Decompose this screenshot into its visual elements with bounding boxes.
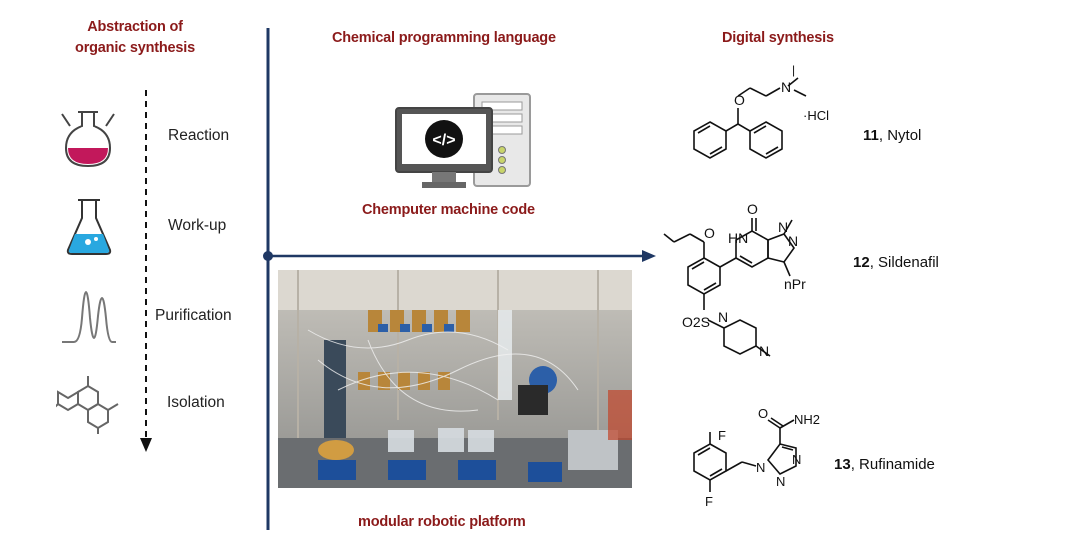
compound-11-label: 11, Nytol	[863, 127, 921, 144]
structure-sildenafil: O O HN N N nPr O2S N N	[663, 201, 806, 359]
svg-text:N: N	[781, 79, 791, 95]
svg-text:O: O	[747, 201, 758, 217]
computer-icon: </>	[395, 93, 531, 188]
compound-13-number: 13	[834, 456, 851, 473]
sildenafil-substituent: nPr	[784, 276, 806, 292]
left-title: Abstraction of organic synthesis	[60, 17, 210, 59]
compound-11-number: 11	[863, 127, 879, 144]
chromatogram-peaks-icon	[62, 290, 116, 343]
compound-13-name: , Rufinamide	[850, 456, 935, 473]
svg-text:F: F	[705, 494, 713, 509]
molecule-structure-icon	[56, 376, 119, 434]
sildenafil-sulfonyl: O2S	[682, 314, 710, 330]
compound-12-label: 12, Sildenafil	[853, 254, 939, 271]
svg-text:O: O	[704, 225, 715, 241]
svg-text:N: N	[776, 474, 785, 489]
compound-11-name: , Nytol	[878, 127, 922, 144]
svg-text:N: N	[756, 460, 765, 475]
step-isolation: Isolation	[167, 394, 225, 411]
step-reaction: Reaction	[168, 127, 230, 144]
step-purification: Purification	[155, 307, 232, 324]
svg-text:N: N	[718, 309, 728, 325]
robotic-platform-photo	[278, 270, 632, 488]
sildenafil-lactam: HN	[728, 230, 748, 246]
nytol-salt: ·HCl	[803, 108, 829, 123]
left-title-line2: organic synthesis	[75, 40, 195, 56]
svg-text:N: N	[788, 233, 798, 249]
left-title-line1: Abstraction of	[87, 19, 183, 35]
svg-text:N: N	[792, 452, 801, 467]
compound-12-number: 12	[853, 254, 870, 271]
svg-text:N: N	[759, 343, 769, 359]
right-title: Digital synthesis	[722, 30, 834, 46]
svg-text:O: O	[758, 406, 768, 421]
step-work-up: Work-up	[168, 217, 227, 234]
structure-rufinamide: F F N N N O NH2	[693, 406, 820, 509]
process-arrow	[140, 90, 152, 452]
computer-caption: Chemputer machine code	[362, 202, 535, 218]
rufinamide-amide: NH2	[794, 412, 820, 427]
svg-text:|: |	[792, 63, 795, 77]
photo-caption: modular robotic platform	[358, 514, 526, 530]
svg-text:N: N	[778, 219, 788, 235]
compound-12-name: , Sildenafil	[869, 254, 939, 271]
erlenmeyer-flask-icon	[66, 199, 112, 255]
structure-nytol: O N | ·HCl	[693, 63, 829, 159]
svg-text:</>: </>	[432, 132, 455, 149]
compound-13-label: 13, Rufinamide	[834, 456, 935, 473]
round-bottom-flask-icon	[61, 111, 115, 168]
center-title: Chemical programming language	[332, 30, 556, 46]
svg-text:O: O	[734, 92, 745, 108]
svg-text:F: F	[718, 428, 726, 443]
